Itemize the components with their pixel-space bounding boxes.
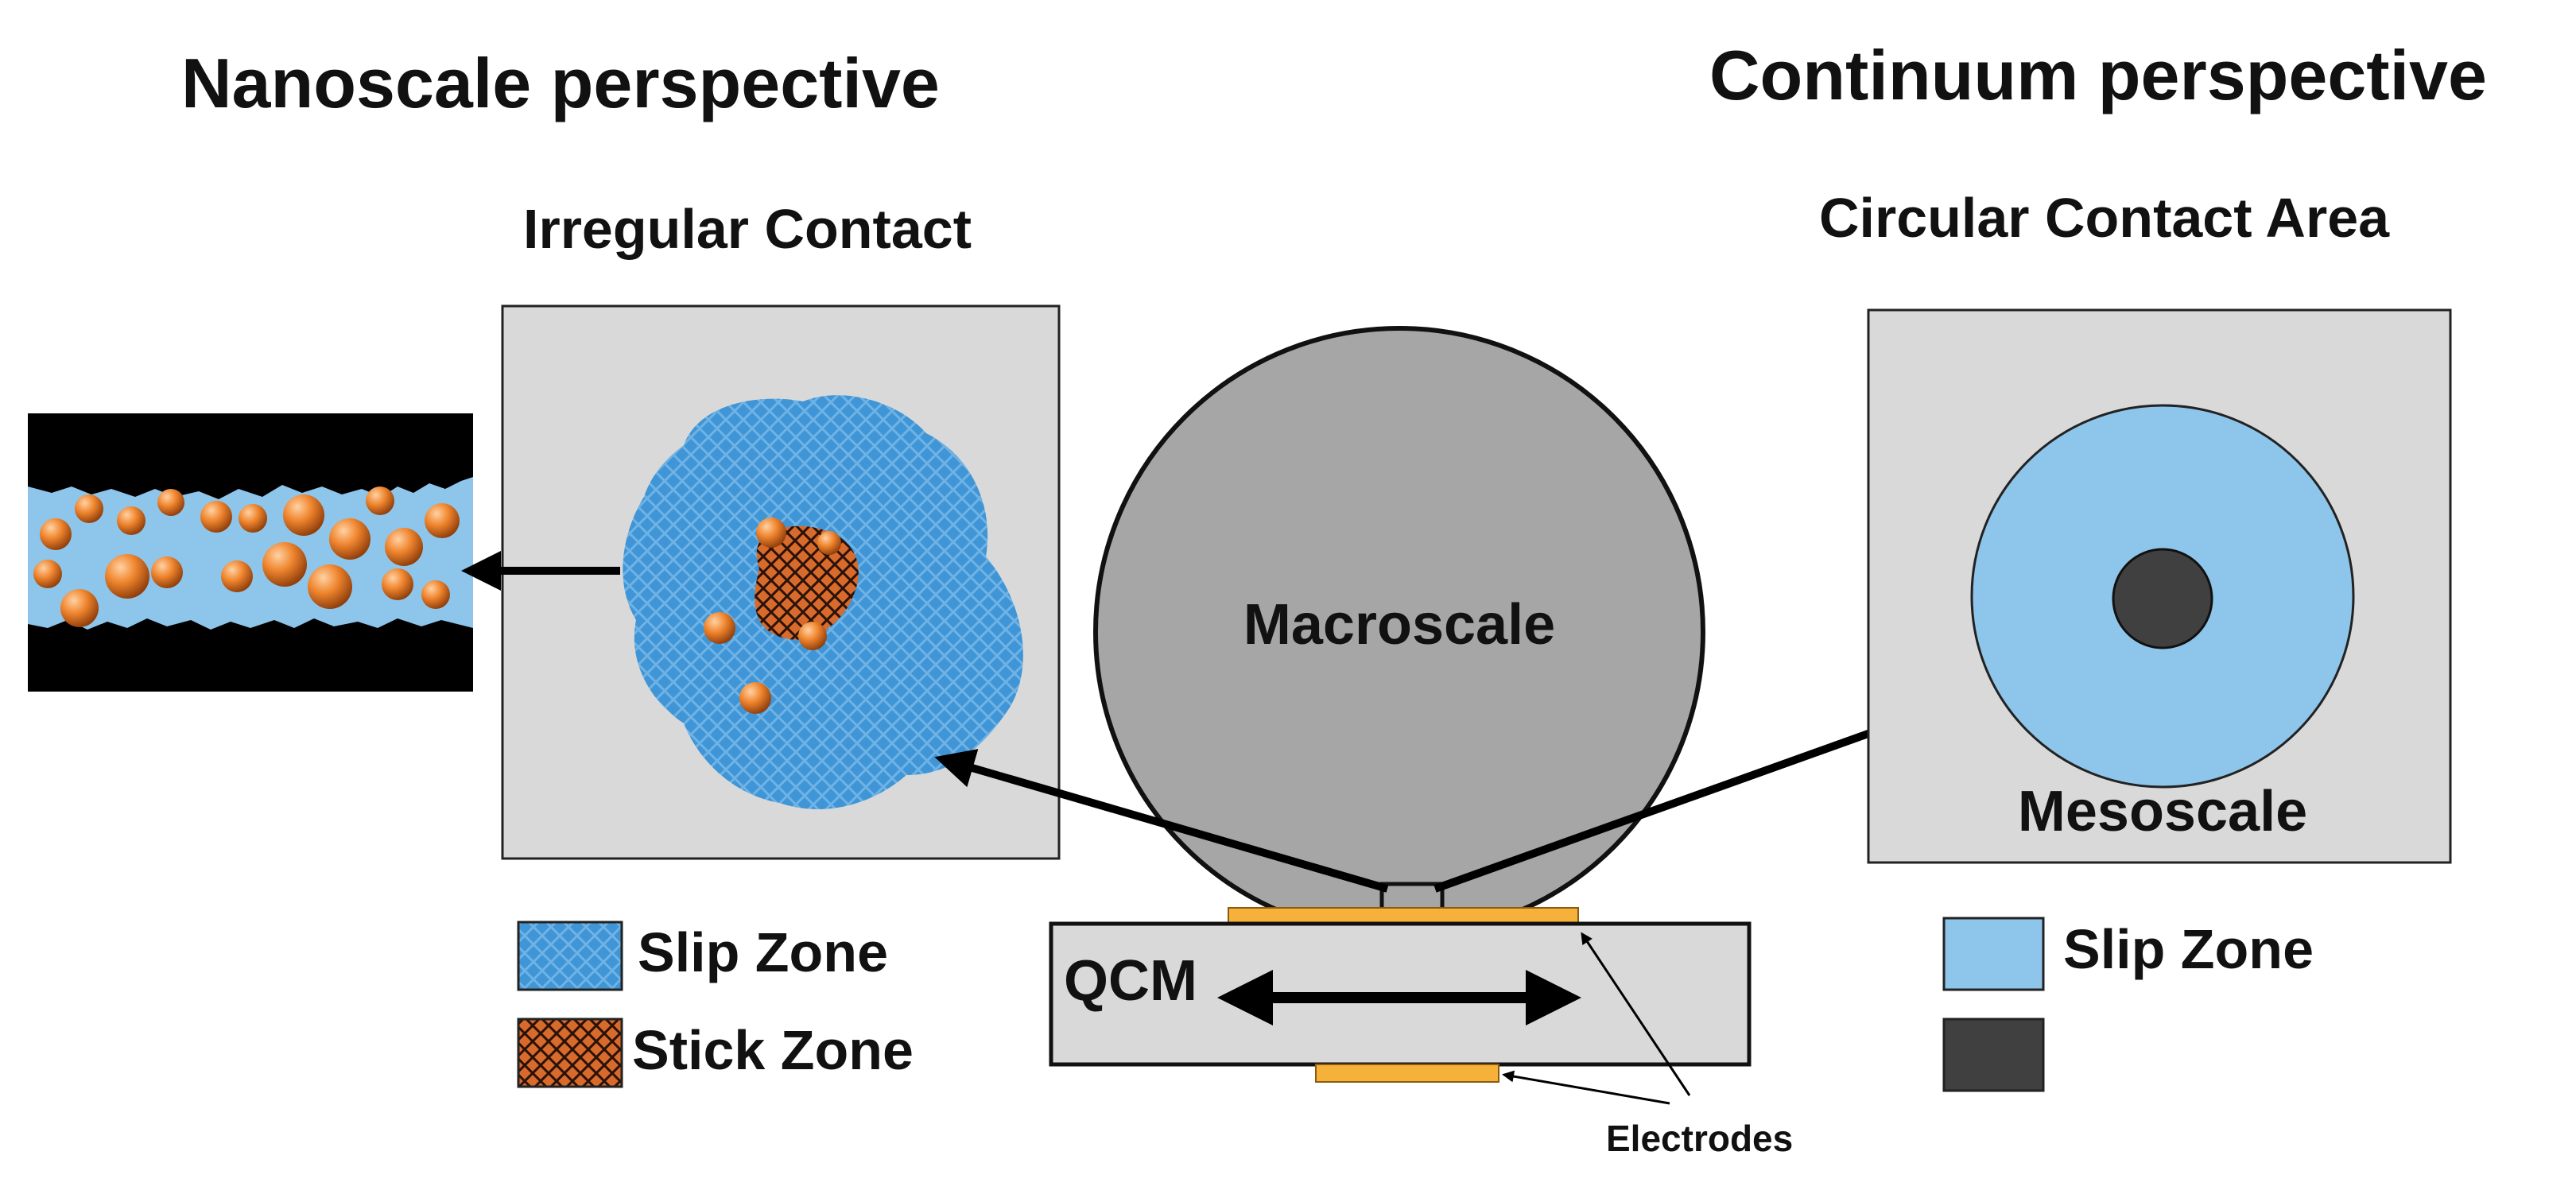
legend-left: Slip Zone Stick Zone — [517, 921, 914, 1088]
legend-swatch-dark — [1942, 1018, 2045, 1092]
electrode-pointer-top — [1581, 932, 1691, 1096]
circular-contact-label: Circular Contact Area — [1819, 187, 2390, 249]
legend-swatch-slip — [517, 921, 623, 991]
legend-swatch-stick — [517, 1018, 623, 1088]
legend-label-stick: Stick Zone — [632, 1019, 914, 1081]
irregular-contact-label: Irregular Contact — [523, 198, 972, 260]
legend-swatch-slip-light — [1942, 917, 2045, 991]
legend-label-slip-right: Slip Zone — [2063, 918, 2314, 980]
nanoparticles — [33, 487, 460, 627]
mesoscale-label: Mesoscale — [2018, 780, 2307, 843]
contact-particles — [704, 518, 841, 714]
top-surface — [28, 413, 473, 499]
nanoscale-interface-slab — [28, 413, 473, 692]
legend-label-slip: Slip Zone — [638, 921, 888, 983]
continuum-title: Continuum perspective — [1709, 36, 2487, 114]
legend-right: Slip Zone — [1942, 917, 2314, 1092]
stick-zone-region — [755, 525, 859, 640]
electrodes-label: Electrodes — [1606, 1118, 1793, 1159]
qcm-label: QCM — [1064, 949, 1197, 1013]
bottom-electrode — [1315, 1064, 1499, 1083]
irregular-contact-panel — [501, 304, 1061, 860]
qcm-crystal: QCM — [1049, 907, 1752, 1083]
electrode-pointer-bottom — [1502, 1070, 1670, 1105]
macroscale-sphere: Macroscale — [1093, 326, 1705, 938]
bottom-surface — [28, 618, 473, 692]
nanoscale-title: Nanoscale perspective — [181, 44, 940, 122]
stick-zone-core — [2112, 548, 2213, 649]
top-electrode — [1228, 907, 1579, 925]
zoom-arrow-to-irregular — [934, 749, 1389, 893]
circular-contact-panel: Mesoscale — [1867, 308, 2452, 864]
macroscale-label: Macroscale — [1243, 593, 1555, 657]
